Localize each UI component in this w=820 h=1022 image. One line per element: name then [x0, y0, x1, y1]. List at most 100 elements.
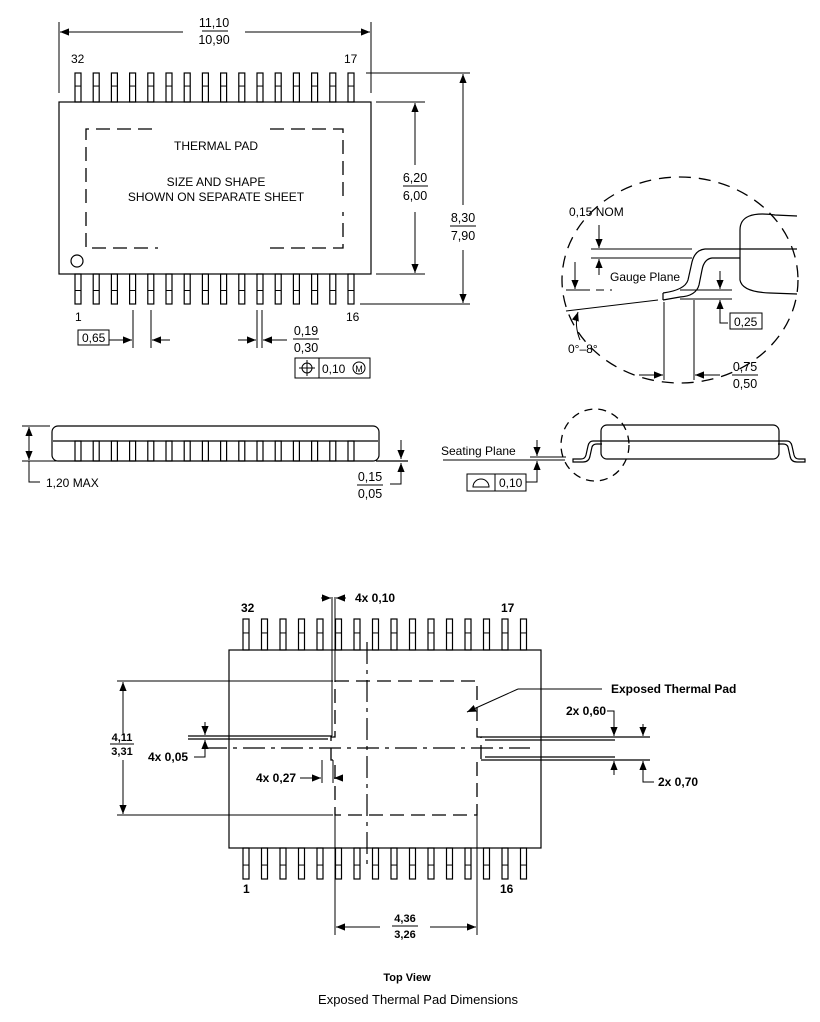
thermal-pad-note-3: SHOWN ON SEPARATE SHEET: [128, 190, 305, 204]
side-lead: [274, 440, 282, 462]
gauge-plane-label: Gauge Plane: [610, 270, 680, 284]
side-lead: [110, 440, 119, 462]
pin: [347, 273, 355, 305]
pin: [464, 847, 472, 880]
overall-height-max: 8,30: [451, 211, 475, 225]
pin: [390, 847, 398, 880]
pin: [427, 618, 435, 651]
pin: [482, 618, 491, 651]
side-lead: [183, 440, 191, 462]
pin: [147, 72, 155, 103]
lead-width-max: 0,30: [294, 341, 318, 355]
bottom-pin-row: [74, 273, 355, 305]
pin: [334, 847, 343, 880]
pad-pin-label-1: 1: [243, 882, 250, 896]
notch-offset: 4x 0,05: [148, 750, 188, 764]
side-lead: [74, 440, 82, 462]
side-lead: [129, 440, 137, 462]
side-lead: [220, 440, 228, 462]
thermal-pad-view: 32 17 1 16 4x 0,10 4,11 3,31 4x 0,05: [110, 591, 736, 1007]
lead-width-min: 0,19: [294, 324, 318, 338]
side-lead: [92, 440, 100, 462]
side-lead-row: [74, 440, 355, 462]
pin: [297, 847, 306, 880]
pin: [238, 273, 246, 305]
pin: [519, 618, 528, 651]
pin: [201, 273, 209, 305]
side-lead: [238, 440, 246, 462]
coplanarity-frame: 0,10: [466, 473, 527, 492]
pin: [183, 273, 191, 305]
standoff-max: 0,15: [358, 470, 382, 484]
pin: [74, 72, 82, 103]
nominal-thickness: 0,15 NOM: [569, 205, 624, 219]
pin-label-16: 16: [346, 310, 360, 324]
position-tolerance-value: 0,10: [322, 362, 346, 376]
pin: [408, 847, 417, 880]
pad-bottom-pin-row: [242, 847, 528, 880]
notch-width: 4x 0,10: [355, 591, 395, 605]
pin: [311, 72, 319, 103]
pin: [92, 273, 100, 305]
pin: [201, 72, 209, 103]
pad-width-max: 4,36: [394, 913, 415, 925]
profile-symbol-icon: [472, 478, 490, 488]
pin-label-1: 1: [75, 310, 82, 324]
pin: [292, 72, 300, 103]
pin: [316, 847, 324, 880]
pin: [347, 72, 355, 103]
pin: [147, 273, 155, 305]
pad-height-min: 3,31: [111, 746, 132, 758]
side-view: 1,20 MAX 0,15 0,05: [22, 425, 408, 501]
tab-lower: 2x 0,70: [658, 775, 698, 789]
drawing-title: Exposed Thermal Pad Dimensions: [318, 992, 518, 1007]
pin: [110, 273, 119, 305]
body-height-max: 6,20: [403, 171, 427, 185]
lead-detail-view: 0,15 NOM Gauge Plane 0°–8° 0,25 0,75 0,5…: [561, 176, 799, 391]
pad-pin-label-16: 16: [500, 882, 514, 896]
overall-width-max: 11,10: [199, 16, 229, 30]
pin: [220, 273, 228, 305]
pin: [279, 847, 287, 880]
position-tolerance-frame: 0,10 M: [294, 357, 371, 379]
thermal-pad-outline: [85, 128, 158, 203]
top-pin-row: [74, 72, 355, 103]
pin: [371, 847, 380, 880]
seating-plane-label: Seating Plane: [441, 444, 516, 458]
pin: [274, 72, 282, 103]
pin: [260, 847, 269, 880]
side-body: [51, 425, 380, 462]
pin1-marker: [70, 254, 84, 268]
side-lead: [347, 440, 355, 462]
foot-length-min: 0,50: [733, 377, 757, 391]
pad-top-pin-row: [242, 618, 528, 651]
body-height-min: 6,00: [403, 189, 427, 203]
pin: [129, 72, 137, 103]
pitch-value: 0,65: [82, 331, 106, 345]
side-lead: [256, 440, 264, 462]
package-body: [58, 101, 372, 275]
pin: [316, 618, 324, 651]
side-lead: [147, 440, 155, 462]
thermal-pad-note-2: SIZE AND SHAPE: [167, 175, 266, 189]
pin: [427, 847, 435, 880]
side-lead: [329, 440, 337, 462]
pin: [279, 618, 287, 651]
mmc-modifier-icon: [352, 361, 366, 375]
coplanarity-value: 0,10: [499, 476, 523, 490]
pin: [242, 618, 250, 651]
pin: [220, 72, 228, 103]
pin: [274, 273, 282, 305]
pin: [390, 618, 398, 651]
pin: [445, 847, 454, 880]
pin: [519, 847, 528, 880]
pin: [371, 618, 380, 651]
top-view: 11,10 10,90 32 17 THERMAL PAD SIZE AND S…: [58, 16, 476, 379]
pin: [165, 72, 173, 103]
pin: [353, 847, 361, 880]
side-lead: [311, 440, 319, 462]
side-lead: [292, 440, 300, 462]
tab-upper: 2x 0,60: [566, 704, 606, 718]
lead-angle: 0°–8°: [568, 342, 598, 356]
